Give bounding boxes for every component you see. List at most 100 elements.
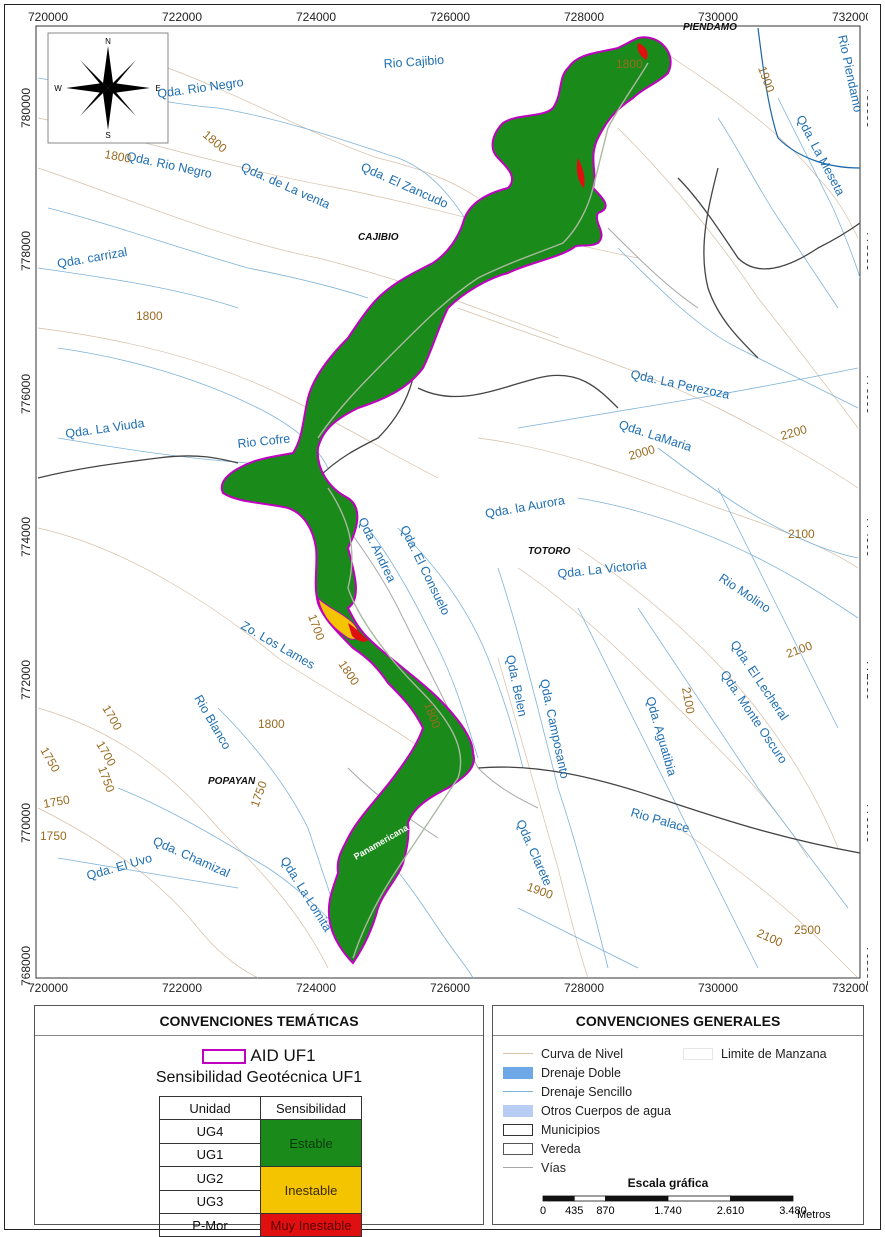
- scale-tick-label: 870: [596, 1205, 614, 1217]
- legend-item-vereda: Vereda: [503, 1139, 671, 1158]
- swatch-manzana: [683, 1047, 713, 1060]
- legend-label: Drenaje Sencillo: [541, 1084, 633, 1099]
- swatch-vereda: [503, 1142, 533, 1155]
- x-tick-label: 728000: [564, 981, 604, 995]
- unit-cell: UG4: [159, 1119, 261, 1144]
- compass-w: W: [54, 84, 62, 93]
- x-tick-label: 724000: [296, 981, 336, 995]
- legend-label: Vías: [541, 1160, 567, 1175]
- aid-corridor[interactable]: [220, 36, 672, 965]
- label-popayan: POPAYAN: [208, 776, 256, 787]
- table-row: UG2 Inestable: [159, 1166, 362, 1214]
- contour-label: 2100: [679, 686, 697, 715]
- legend-label: Drenaje Doble: [541, 1065, 621, 1080]
- sensibilidad-title: Sensibilidad Geotécnica UF1: [155, 1069, 363, 1086]
- legend-item-manzana: Limite de Manzana: [683, 1044, 827, 1063]
- y-tick-label: 774000: [864, 517, 868, 557]
- y-tick-label: 780000: [19, 88, 33, 128]
- legend-item-curva: Curva de Nivel: [503, 1044, 671, 1063]
- legend-label: Vereda: [541, 1141, 581, 1156]
- scale-tick-label: 3.480: [779, 1205, 807, 1217]
- contour-label: 1800: [616, 57, 643, 71]
- legend-generales-items: Curva de Nivel Drenaje Doble Drenaje Sen…: [503, 1044, 671, 1177]
- x-tick-label: 722000: [162, 10, 202, 24]
- unit-cell: UG2: [159, 1166, 261, 1191]
- river-label: Rio Cofre: [237, 432, 291, 451]
- compass-e: E: [155, 84, 160, 93]
- legend-label: Otros Cuerpos de agua: [541, 1103, 671, 1118]
- x-tick-label: 720000: [28, 981, 68, 995]
- y-tick-label: 774000: [19, 517, 33, 557]
- label-totoro: TOTORO: [528, 546, 571, 557]
- legend-generales: CONVENCIONES GENERALES Curva de Nivel Dr…: [492, 1005, 864, 1225]
- contour-label: 1800: [136, 309, 163, 323]
- compass-n: N: [105, 37, 111, 46]
- label-piendamo: PIENDAMO: [683, 22, 737, 33]
- label-cajibio: CAJIBIO: [358, 232, 399, 243]
- table-row: UG3: [159, 1189, 362, 1214]
- legend-item-municipios: Municipios: [503, 1120, 671, 1139]
- unit-cell: UG1: [159, 1142, 261, 1167]
- scale-unit: Metros: [797, 1209, 831, 1221]
- y-tick-label: 770000: [864, 803, 868, 843]
- y-tick-label: 776000: [19, 374, 33, 414]
- swatch-drenaje-doble: [503, 1066, 533, 1079]
- swatch-curva: [503, 1048, 533, 1054]
- header-unidad: Unidad: [159, 1096, 261, 1120]
- x-tick-label: 730000: [698, 10, 738, 24]
- swatch-municipios: [503, 1123, 533, 1136]
- scale-title: Escala gráfica: [627, 1176, 709, 1190]
- contour-label: 1750: [40, 829, 67, 843]
- contour-label: 1800: [103, 147, 132, 165]
- aid-swatch: [202, 1048, 247, 1064]
- scale-tick-label: 0: [540, 1205, 546, 1217]
- scale-segment: [542, 1195, 575, 1202]
- x-tick-label: 724000: [296, 10, 336, 24]
- y-tick-label: 778000: [864, 231, 868, 271]
- swatch-cuerpos-agua: [503, 1104, 533, 1117]
- unit-cell: P-Mor: [159, 1213, 261, 1237]
- table-row: UG1: [159, 1142, 362, 1167]
- legend-item-drenaje-doble: Drenaje Doble: [503, 1063, 671, 1082]
- y-tick-label: 772000: [864, 660, 868, 700]
- unit-cell: UG3: [159, 1189, 261, 1214]
- y-ticks-left: 7800007780007760007740007720007700007680…: [19, 88, 33, 986]
- contour-label: 2100: [788, 527, 815, 541]
- x-tick-label: 726000: [430, 981, 470, 995]
- legend-tematicas-title: CONVENCIONES TEMÁTICAS: [35, 1006, 483, 1036]
- legend-item-drenaje-sencillo: Drenaje Sencillo: [503, 1082, 671, 1101]
- legend-generales-title: CONVENCIONES GENERALES: [493, 1006, 863, 1036]
- municipality-labels: PIENDAMO CAJIBIO TOTORO POPAYAN: [208, 22, 737, 787]
- legend-label: Limite de Manzana: [721, 1046, 827, 1061]
- class-muy-inestable: Muy Inestable: [260, 1213, 362, 1237]
- contour-lines: [37, 47, 859, 979]
- class-inestable: Inestable: [260, 1166, 362, 1214]
- y-tick-label: 776000: [864, 374, 868, 414]
- contour-label: 1750: [42, 792, 71, 810]
- main-rivers: [757, 27, 861, 169]
- x-tick-label: 720000: [28, 10, 68, 24]
- sensibilidad-table: Unidad Sensibilidad UG4 Estable UG1 UG2 …: [159, 1096, 362, 1237]
- legend-label: Municipios: [541, 1122, 601, 1137]
- scale-tick-label: 2.610: [717, 1205, 745, 1217]
- table-row: P-Mor Muy Inestable: [159, 1213, 362, 1237]
- y-tick-label: 778000: [19, 231, 33, 271]
- x-tick-label: 732000: [832, 10, 868, 24]
- contour-label: 2500: [794, 923, 821, 937]
- scale-segment: [730, 1195, 794, 1202]
- x-tick-label: 732000: [832, 981, 868, 995]
- table-header-row: Unidad Sensibilidad: [159, 1096, 362, 1120]
- y-tick-label: 772000: [19, 660, 33, 700]
- y-ticks-right: 7800007780007760007740007720007700007680…: [864, 88, 878, 986]
- municipal-boundaries: [37, 167, 861, 854]
- y-tick-label: 770000: [19, 803, 33, 843]
- legend-item-vias: Vías: [503, 1158, 671, 1177]
- map-frame: [4, 4, 881, 1230]
- class-estable: Estable: [260, 1119, 362, 1167]
